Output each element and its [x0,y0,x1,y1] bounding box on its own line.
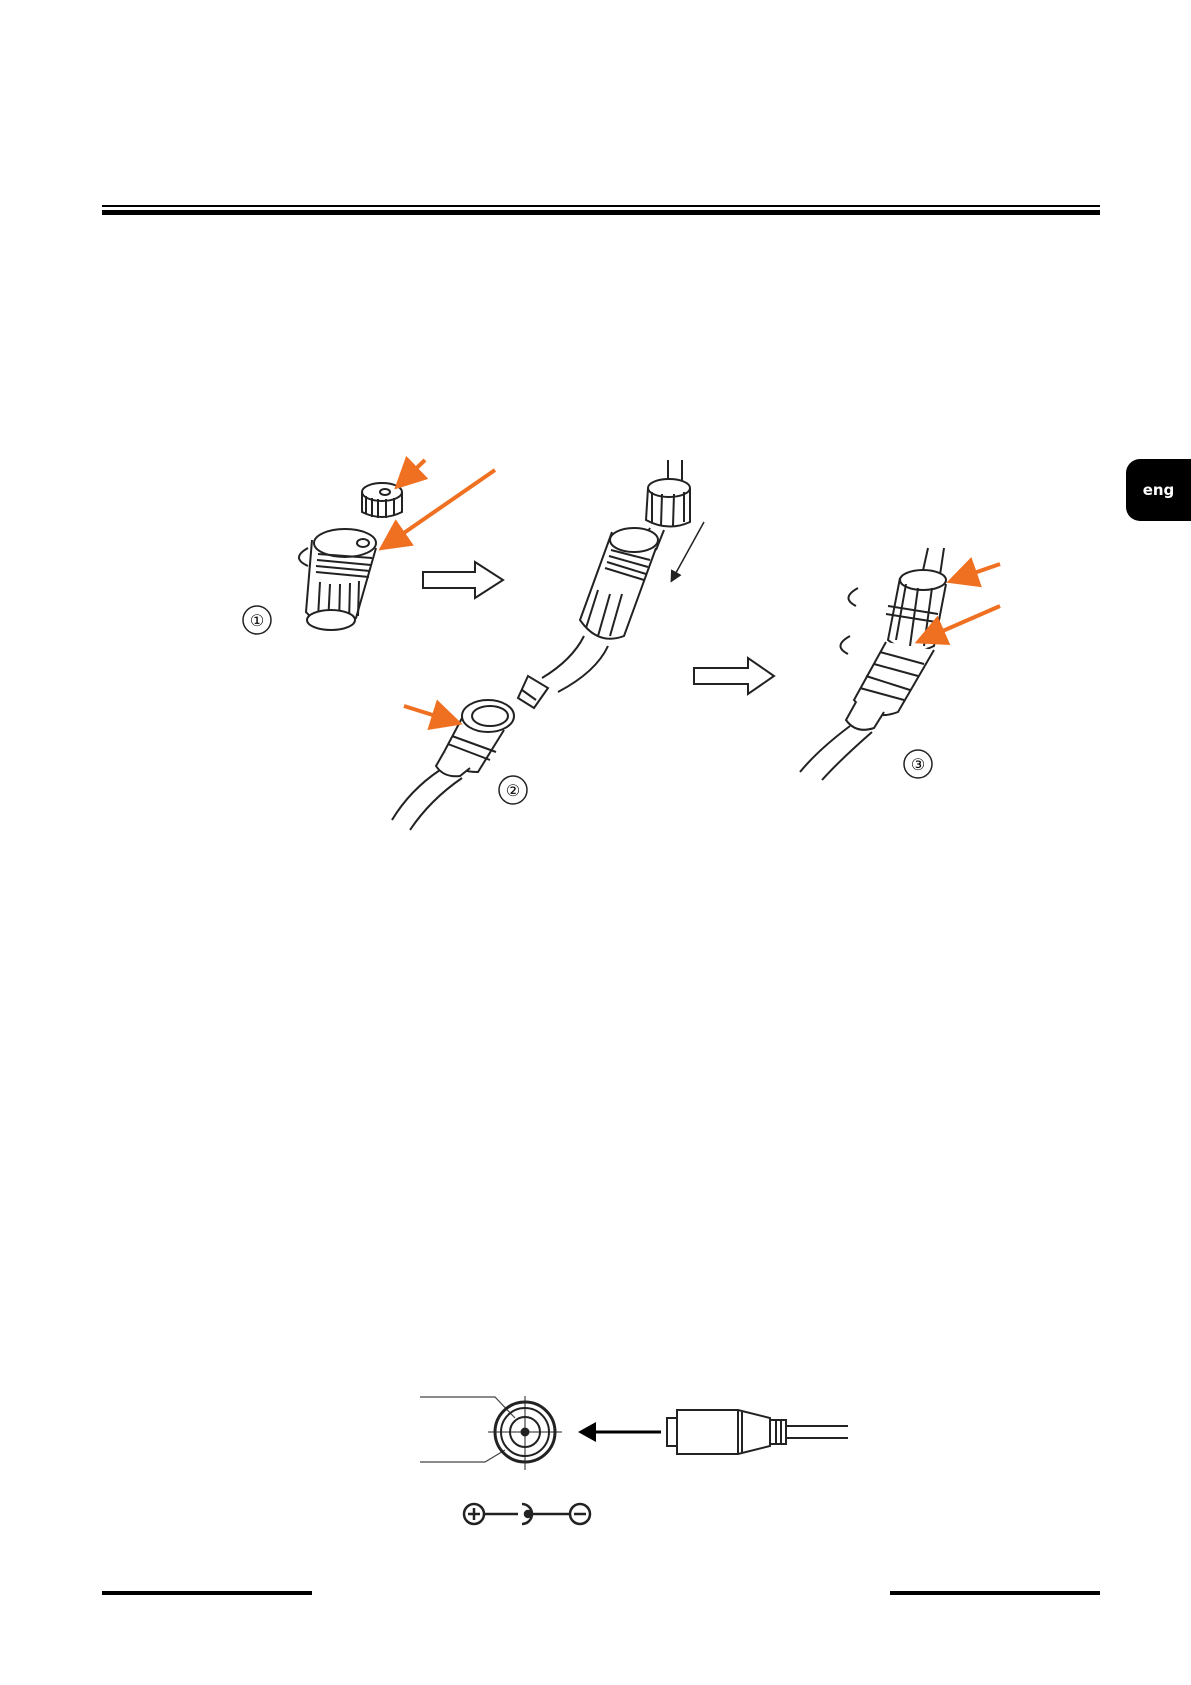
footer-rule-left [102,1591,312,1595]
pointer-arrow-1a [400,460,425,484]
step1-parts [299,483,402,630]
step2-parts [518,460,690,708]
next-arrow-1 [423,562,503,598]
waterproof-connector-figure: ① [0,0,1191,850]
step2-number: ② [506,781,520,800]
pointer-arrow-3a [954,564,1000,580]
pointer-arrow-2 [404,706,455,722]
push-direction-arrow [672,522,704,580]
leader-line-bottom [420,1450,505,1462]
polarity-symbol [464,1504,590,1524]
step3-number: ③ [911,755,925,774]
step3-parts [800,548,946,780]
dc-socket [488,1396,562,1470]
next-arrow-2 [694,658,774,694]
leader-line-top [420,1397,515,1418]
dc-plug [667,1410,848,1454]
footer-rule-right [890,1591,1100,1595]
step1-number: ① [250,611,264,630]
